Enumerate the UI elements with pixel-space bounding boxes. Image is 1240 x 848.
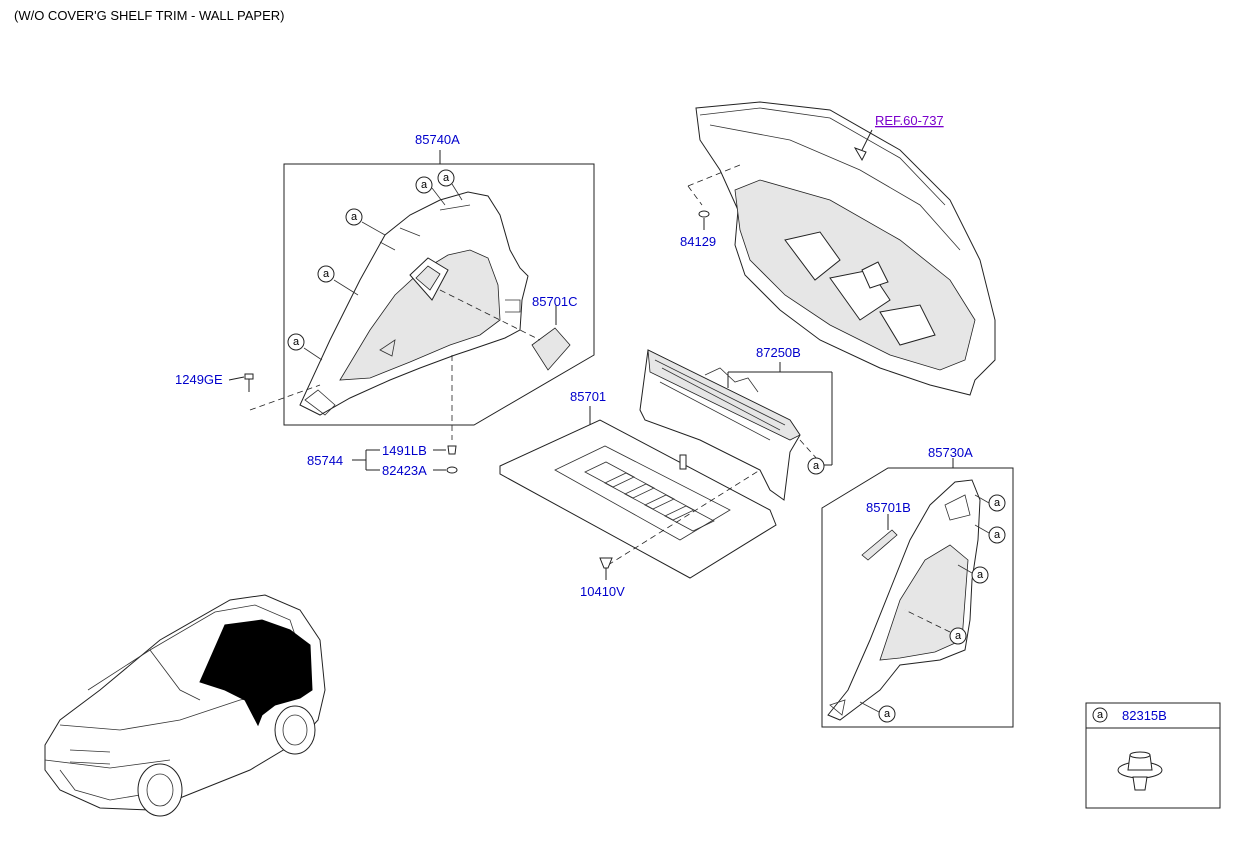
svg-text:a: a [977, 569, 984, 581]
legend-82315B: a 82315B [1085, 702, 1221, 809]
trim-pocket-inner [415, 265, 441, 291]
callout-a: a [1092, 707, 1108, 723]
svg-text:a: a [884, 708, 891, 720]
mat-slots [584, 461, 715, 532]
callout-a: a [415, 176, 433, 194]
svg-text:a: a [443, 172, 450, 184]
callout-a: a [878, 705, 896, 723]
tailgate-cutout [879, 304, 936, 346]
part-label-85701B[interactable]: 85701B [866, 500, 911, 515]
part-label-10410V[interactable]: 10410V [580, 584, 625, 599]
callout-a: a [807, 457, 825, 475]
callout-a: a [971, 566, 989, 584]
luggage-floor-mat [499, 419, 777, 579]
clip-1491LB [447, 445, 457, 455]
group-87250B: 87250B a [639, 345, 833, 501]
front-wheel [137, 763, 183, 817]
clip-82315B [1117, 751, 1163, 791]
ref-label-60-737[interactable]: REF.60-737 [875, 113, 944, 128]
vehicle-locator [44, 594, 326, 817]
plug-84129 [698, 210, 710, 218]
pad-85701C [531, 327, 571, 371]
svg-text:a: a [955, 630, 962, 642]
part-label-85730A[interactable]: 85730A [928, 445, 973, 460]
part-label-1249GE[interactable]: 1249GE [175, 372, 223, 387]
cargo-area-highlight [199, 619, 313, 727]
rear-wheel [274, 705, 316, 755]
part-label-82423A[interactable]: 82423A [382, 463, 427, 478]
callout-a: a [287, 333, 305, 351]
callout-a: a [988, 526, 1006, 544]
pad-85701B [861, 529, 898, 561]
svg-text:a: a [994, 497, 1001, 509]
svg-text:a: a [421, 179, 428, 191]
svg-text:a: a [293, 336, 300, 348]
part-label-85744[interactable]: 85744 [307, 453, 343, 468]
part-label-85701C[interactable]: 85701C [532, 294, 578, 309]
part-label-82315B[interactable]: 82315B [1122, 708, 1167, 723]
part-label-85701[interactable]: 85701 [570, 389, 606, 404]
part-label-1491LB[interactable]: 1491LB [382, 443, 427, 458]
callout-a: a [345, 208, 363, 226]
tailgate-cutout [784, 231, 841, 281]
callout-a: a [988, 494, 1006, 512]
callout-a: a [317, 265, 335, 283]
group-85740A: 85740A 85701C a a a [249, 132, 595, 440]
svg-text:a: a [994, 529, 1001, 541]
svg-text:a: a [813, 460, 820, 472]
fastener-10410V [599, 557, 613, 569]
svg-text:a: a [1097, 709, 1104, 721]
callout-a: a [437, 169, 455, 187]
left-quarter-trim-inner [339, 249, 501, 381]
washer-82423A [446, 466, 458, 474]
group-85730A: 85730A 85701B a a a a a [821, 445, 1014, 728]
svg-text:a: a [351, 211, 358, 223]
callout-a: a [949, 627, 967, 645]
svg-text:a: a [323, 268, 330, 280]
screw-1249GE [244, 373, 254, 392]
part-label-84129[interactable]: 84129 [680, 234, 716, 249]
group-tailgate: REF.60-737 84129 [680, 101, 996, 396]
group-85701: 85701 10410V [499, 389, 777, 599]
diagram-title: (W/O COVER'G SHELF TRIM - WALL PAPER) [14, 8, 284, 23]
part-label-85740A[interactable]: 85740A [415, 132, 460, 147]
part-label-87250B[interactable]: 87250B [756, 345, 801, 360]
